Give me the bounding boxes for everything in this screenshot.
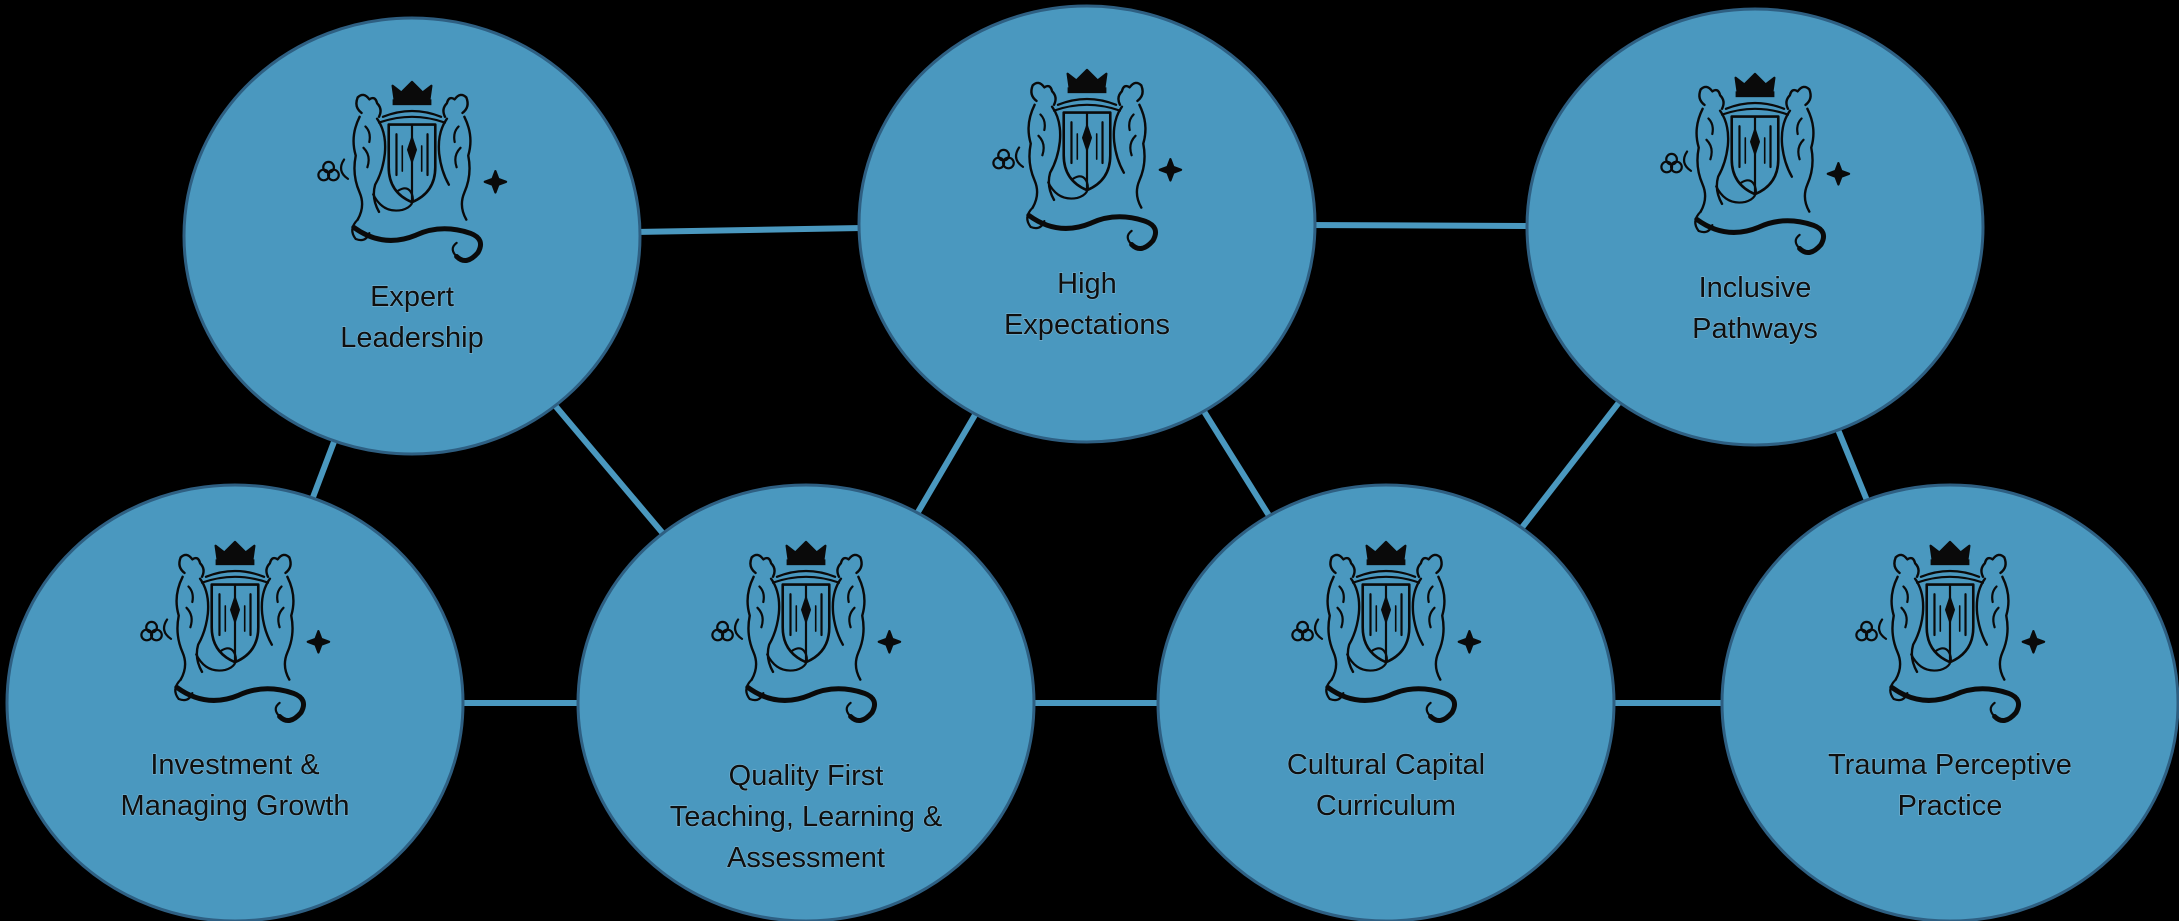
- node-label-line: Trauma Perceptive: [1828, 749, 2072, 781]
- node-label: Investment & Managing Growth: [121, 749, 350, 822]
- node-circle: [5, 483, 465, 921]
- node-label-line: Practice: [1898, 790, 2003, 822]
- node-label-line: Investment &: [150, 749, 319, 781]
- node-label-line: High: [1057, 268, 1117, 300]
- node-investment-managing-growth: Investment & Managing Growth: [5, 483, 465, 921]
- node-label-line: Inclusive: [1699, 272, 1812, 304]
- node-circle: [1720, 483, 2179, 921]
- node-label-line: Leadership: [340, 322, 484, 354]
- node-label-line: Managing Growth: [121, 790, 350, 822]
- node-circle: [576, 483, 1036, 921]
- node-label-line: Quality First: [729, 760, 884, 792]
- node-label-line: Assessment: [727, 842, 885, 874]
- node-label-line: Cultural Capital: [1287, 749, 1485, 781]
- node-label-line: Teaching, Learning &: [670, 801, 942, 833]
- node-label-line: Pathways: [1692, 313, 1818, 345]
- node-label-line: Curriculum: [1316, 790, 1456, 822]
- node-circle: [1156, 483, 1616, 921]
- node-label-line: Expert: [370, 281, 454, 313]
- node-label-line: Expectations: [1004, 309, 1170, 341]
